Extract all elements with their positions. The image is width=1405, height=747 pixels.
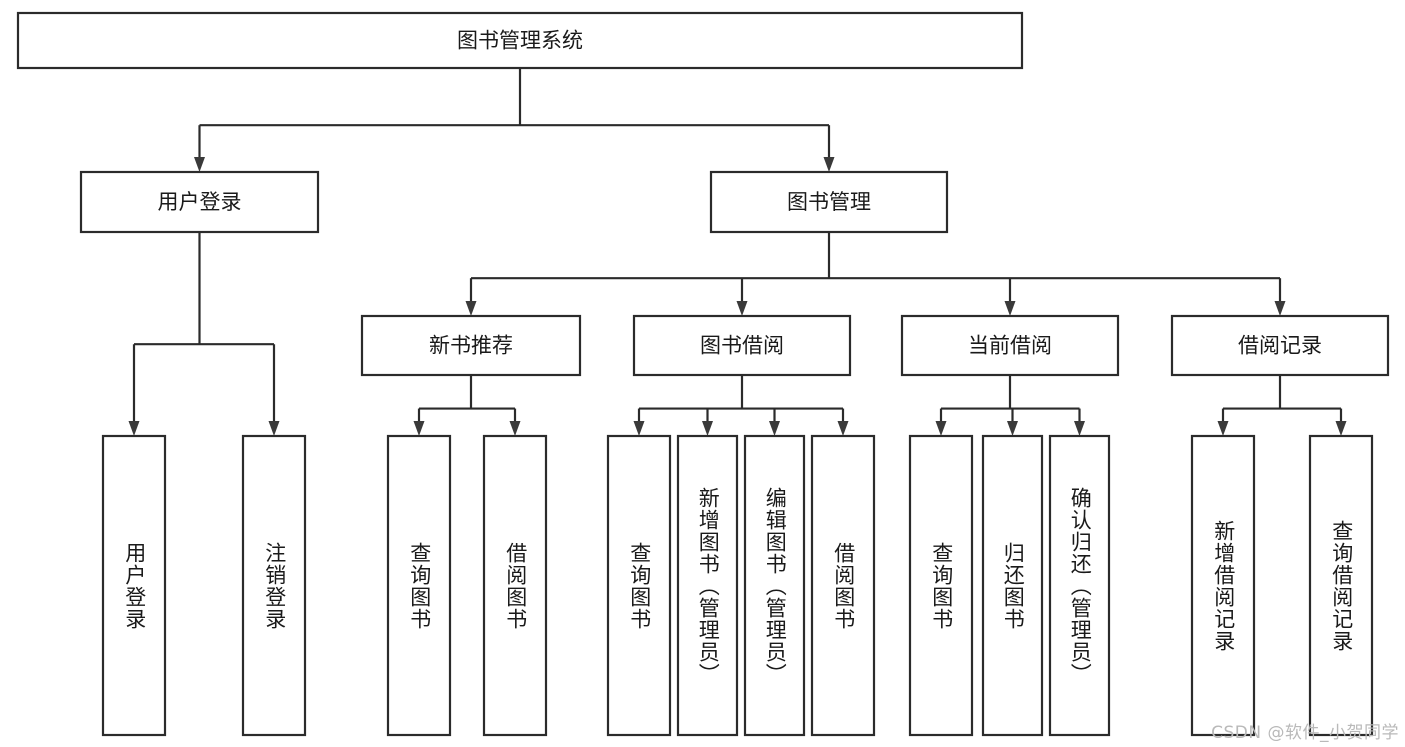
node-box-new-book-recommend: [360, 314, 582, 377]
node-box-leaf-add-book: [676, 434, 739, 737]
node-box-leaf-borrow-book-rec: [482, 434, 548, 737]
node-box-leaf-query-book-rec: [386, 434, 452, 737]
node-label-new-book-recommend: 新书推荐: [429, 334, 513, 358]
node-box-book-manage: [709, 170, 949, 234]
node-box-leaf-query-borrow-record: [1308, 434, 1374, 737]
node-box-leaf-borrow-book: [810, 434, 876, 737]
node-box-leaf-add-borrow-record: [1190, 434, 1256, 737]
node-box-leaf-return-book: [981, 434, 1044, 737]
node-label-book-borrow: 图书借阅: [700, 334, 784, 358]
node-box-leaf-user-login: [101, 434, 167, 737]
node-box-book-borrow: [632, 314, 852, 377]
node-box-current-borrow: [900, 314, 1120, 377]
node-label-book-manage: 图书管理: [787, 190, 871, 214]
watermark-text: CSDN @软件_小贺同学: [1211, 723, 1399, 743]
node-label-user-login: 用户登录: [158, 190, 242, 214]
node-box-leaf-edit-book: [743, 434, 806, 737]
node-box-leaf-query-book-borrow: [606, 434, 672, 737]
connectors-layer: [128, 68, 1347, 436]
node-box-borrow-record: [1170, 314, 1390, 377]
node-box-root: [16, 11, 1024, 70]
node-label-root: 图书管理系统: [457, 29, 583, 53]
node-box-leaf-confirm-return: [1048, 434, 1111, 737]
node-box-leaf-query-book-current: [908, 434, 974, 737]
node-box-user-login: [79, 170, 320, 234]
node-box-leaf-user-logout: [241, 434, 307, 737]
boxes-layer: [16, 11, 1390, 737]
node-label-borrow-record: 借阅记录: [1238, 334, 1322, 358]
node-label-current-borrow: 当前借阅: [968, 334, 1052, 358]
